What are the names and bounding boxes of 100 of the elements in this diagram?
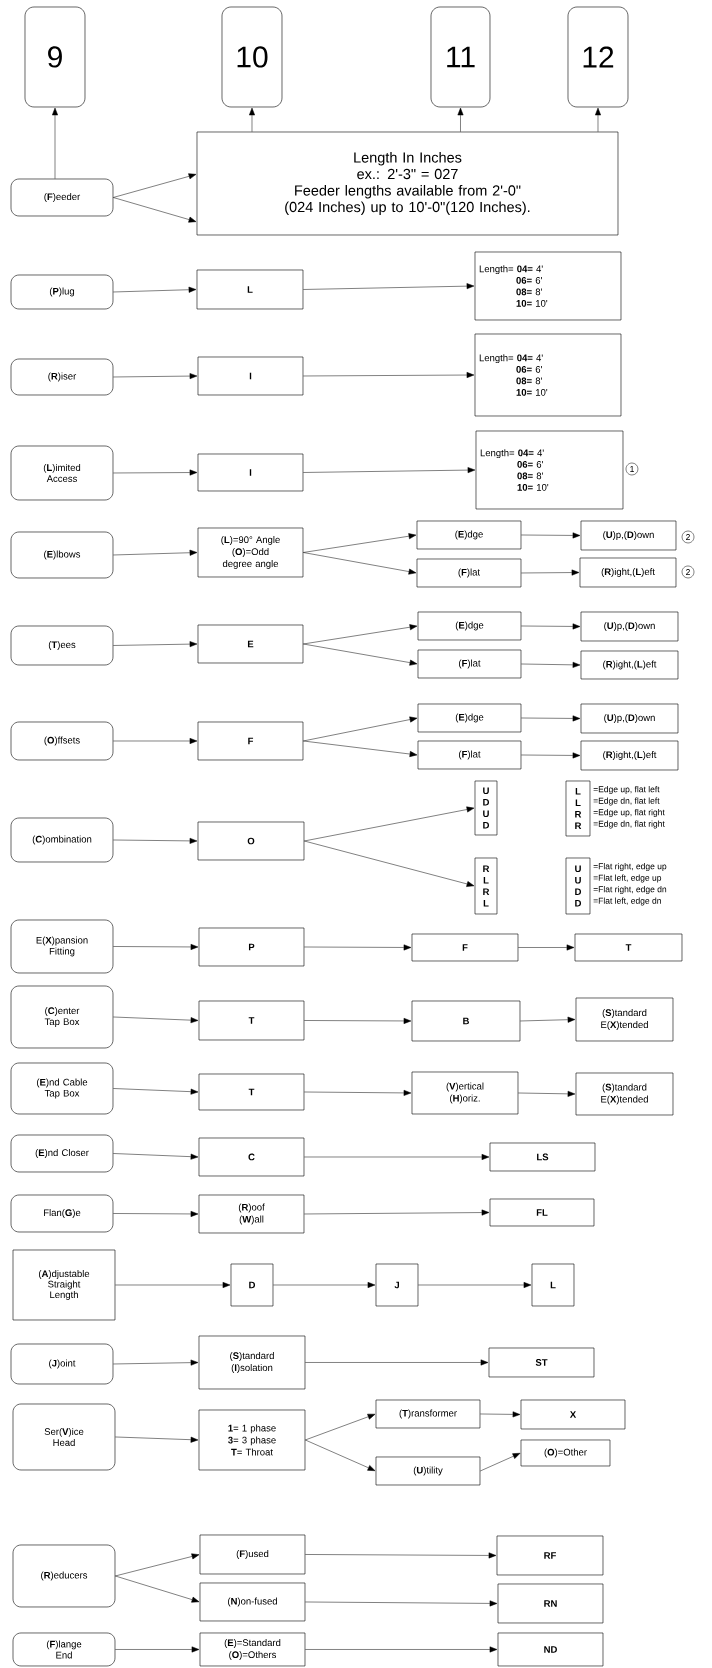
arrow bbox=[457, 107, 464, 132]
arrow bbox=[304, 806, 475, 842]
code-box: T bbox=[198, 1073, 305, 1111]
category-box: (F)lange End bbox=[12, 1632, 116, 1667]
arrow bbox=[418, 1282, 532, 1288]
code-box: (R)ight,(L)eft bbox=[580, 740, 679, 771]
category-box: (F)eeder bbox=[10, 178, 114, 217]
arrow bbox=[305, 1359, 489, 1366]
arrow bbox=[303, 467, 476, 474]
arrow bbox=[304, 1209, 490, 1216]
code-box: (U)tility bbox=[375, 1456, 481, 1486]
code-box: (E)dge bbox=[417, 611, 522, 641]
arrow bbox=[480, 1411, 521, 1418]
key-text: =Flat right, edge dn bbox=[593, 886, 667, 894]
note-box: Length In Inches ex.: 2'-3" = 027 Feeder lengths available from 2'-0" (024 Inches) up to 10'-0"(120 Inches). bbox=[196, 131, 619, 236]
code-box: (F)lat bbox=[417, 740, 522, 770]
arrow bbox=[480, 1453, 521, 1472]
key-text: =Edge up, flat left bbox=[593, 786, 660, 794]
category-box: Flan(G)e bbox=[10, 1194, 114, 1233]
key-text: =Flat right, edge up bbox=[593, 863, 667, 871]
callout-number: 1 bbox=[625, 462, 639, 476]
arrow bbox=[595, 107, 601, 132]
key-text: =Flat left, edge dn bbox=[593, 897, 661, 906]
arrow bbox=[113, 641, 198, 648]
code-box: (V)ertical (H)oriz. bbox=[411, 1071, 519, 1115]
code-box: (O)=Other bbox=[520, 1439, 611, 1467]
arrow bbox=[521, 715, 581, 722]
number-box: 10 bbox=[221, 6, 283, 108]
code-box: P bbox=[198, 927, 305, 967]
arrow bbox=[113, 286, 197, 293]
arrow bbox=[113, 837, 198, 844]
category-box: (T)ees bbox=[10, 625, 114, 666]
arrow bbox=[304, 1154, 490, 1160]
code-box: D bbox=[230, 1263, 274, 1307]
number-box: 12 bbox=[567, 6, 629, 108]
category-box: (R)iser bbox=[10, 358, 114, 396]
code-box: RN bbox=[497, 1583, 604, 1624]
code-box: ND bbox=[497, 1632, 604, 1667]
code-box: (L)=90° Angle (O)=Odd degree angle bbox=[197, 527, 304, 578]
arrow bbox=[113, 1211, 199, 1217]
arrow bbox=[249, 107, 255, 132]
category-box: (L)imited Access bbox=[10, 445, 114, 501]
arrow bbox=[273, 1282, 376, 1288]
arrow bbox=[303, 643, 418, 666]
arrow bbox=[303, 716, 418, 742]
code-box: X bbox=[520, 1399, 626, 1430]
arrow bbox=[115, 1553, 200, 1577]
code-box: (U)p,(D)own bbox=[580, 611, 679, 642]
letter-column-box: R L R L bbox=[474, 857, 498, 915]
code-box: (S)tandard (I)solation bbox=[198, 1335, 306, 1390]
code-box: (U)p,(D)own bbox=[580, 520, 677, 551]
callout-number: 2 bbox=[681, 530, 695, 544]
category-box: (C)enter Tap Box bbox=[10, 985, 114, 1049]
arrow bbox=[113, 173, 197, 198]
arrow bbox=[521, 532, 581, 539]
length-table-box: Length= 04= 4' 06= 6' 08= 8' 10= 10' bbox=[475, 430, 624, 510]
arrow bbox=[305, 1600, 498, 1607]
code-box: (E)dge bbox=[416, 520, 522, 550]
arrow bbox=[305, 1646, 498, 1653]
code-box: F bbox=[197, 721, 304, 761]
letter-column-box: L L R R bbox=[565, 780, 591, 837]
arrow bbox=[303, 283, 475, 290]
arrow bbox=[521, 569, 580, 576]
key-text: =Edge dn, flat left bbox=[593, 797, 660, 806]
code-box: (R)ight,(L)eft bbox=[580, 650, 679, 680]
letter-column-box: U D U D bbox=[474, 780, 498, 836]
code-box: L bbox=[531, 1263, 575, 1307]
category-box: (C)ombination bbox=[10, 817, 114, 863]
arrow bbox=[113, 549, 198, 556]
code-box: E bbox=[197, 624, 304, 664]
category-box: Ser(V)ice Head bbox=[12, 1403, 116, 1471]
category-box: (E)nd Cable Tap Box bbox=[10, 1062, 114, 1115]
code-box: L bbox=[196, 269, 304, 310]
category-box: (A)djustable Straight Length bbox=[12, 1249, 116, 1321]
key-text: =Flat left, edge up bbox=[593, 874, 662, 883]
arrow bbox=[113, 1016, 199, 1024]
code-box: C bbox=[198, 1137, 305, 1177]
code-box: (T)ransformer bbox=[375, 1399, 481, 1429]
letter-column-box: U U D D bbox=[565, 857, 591, 915]
arrow bbox=[52, 107, 58, 179]
category-box: (P)lug bbox=[10, 274, 114, 310]
code-box: O bbox=[197, 821, 305, 861]
code-box: (F)lat bbox=[417, 649, 522, 679]
arrow bbox=[115, 1282, 231, 1288]
arrow bbox=[305, 1439, 376, 1471]
length-table-box: Length= 04= 4' 06= 6' 08= 8' 10= 10' bbox=[474, 251, 622, 321]
code-box: (E)=Standard (O)=Others bbox=[199, 1632, 306, 1667]
arrow bbox=[113, 469, 198, 476]
length-table-box: Length= 04= 4' 06= 6' 08= 8' 10= 10' bbox=[474, 333, 622, 417]
code-box: (F)used bbox=[199, 1534, 306, 1575]
arrow bbox=[303, 372, 475, 378]
arrow bbox=[304, 1089, 412, 1096]
arrow bbox=[303, 552, 417, 575]
code-box: (R)oof (W)all bbox=[198, 1194, 305, 1234]
arrow bbox=[518, 1090, 576, 1097]
code-box: LS bbox=[489, 1142, 596, 1172]
code-box: I bbox=[197, 453, 304, 492]
arrow bbox=[113, 944, 199, 950]
arrow bbox=[305, 1413, 376, 1441]
arrow bbox=[305, 1552, 497, 1559]
